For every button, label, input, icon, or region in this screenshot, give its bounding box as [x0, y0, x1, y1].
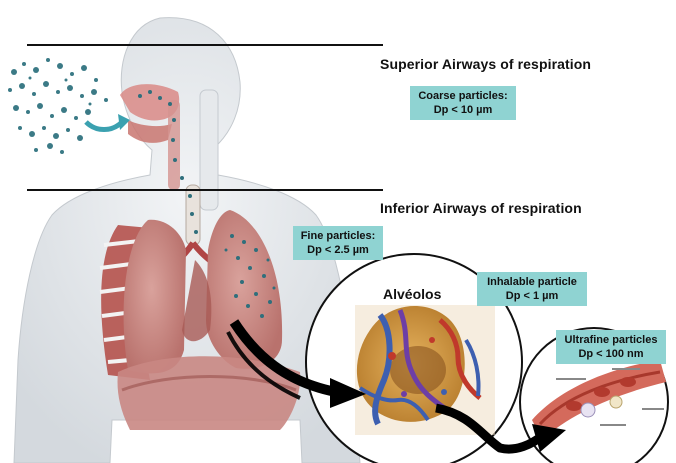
ultrafine-particles-line2: Dp < 100 nm: [578, 348, 644, 360]
alveoli-circle: [305, 253, 523, 463]
lung-particles: [224, 234, 276, 318]
nasal-cavity: [120, 84, 180, 190]
superior-airways-heading: Superior Airways of respiration: [380, 56, 592, 72]
airway-particles: [138, 90, 198, 234]
spine: [199, 89, 219, 211]
alveolos-label: Alvéolos: [383, 286, 442, 302]
alveoli-illustration: [355, 305, 495, 435]
blood-vessel-illustration: [532, 360, 666, 440]
ultrafine-particles-line1: Ultrafine particles: [564, 334, 658, 346]
inhalable-particle-tag: Inhalable particle Dp < 1 µm: [477, 272, 587, 306]
fine-particles-line2: Dp < 2.5 µm: [307, 244, 369, 256]
fine-particles-tag: Fine particles: Dp < 2.5 µm: [293, 226, 383, 260]
ultrafine-particles-tag: Ultrafine particles Dp < 100 nm: [556, 330, 666, 364]
coarse-particles-line1: Coarse particles:: [418, 90, 508, 102]
inhalable-particle-line1: Inhalable particle: [487, 276, 577, 288]
particle-cloud: [8, 58, 108, 154]
coarse-particles-line2: Dp < 10 µm: [433, 104, 493, 116]
inhale-arrow: [84, 114, 130, 132]
flow-arrows: [226, 319, 566, 454]
fine-particles-line1: Fine particles:: [300, 230, 376, 242]
inferior-airways-heading: Inferior Airways of respiration: [380, 200, 582, 216]
inhalable-particle-line2: Dp < 1 µm: [505, 290, 559, 302]
coarse-particles-tag: Coarse particles: Dp < 10 µm: [410, 86, 516, 120]
